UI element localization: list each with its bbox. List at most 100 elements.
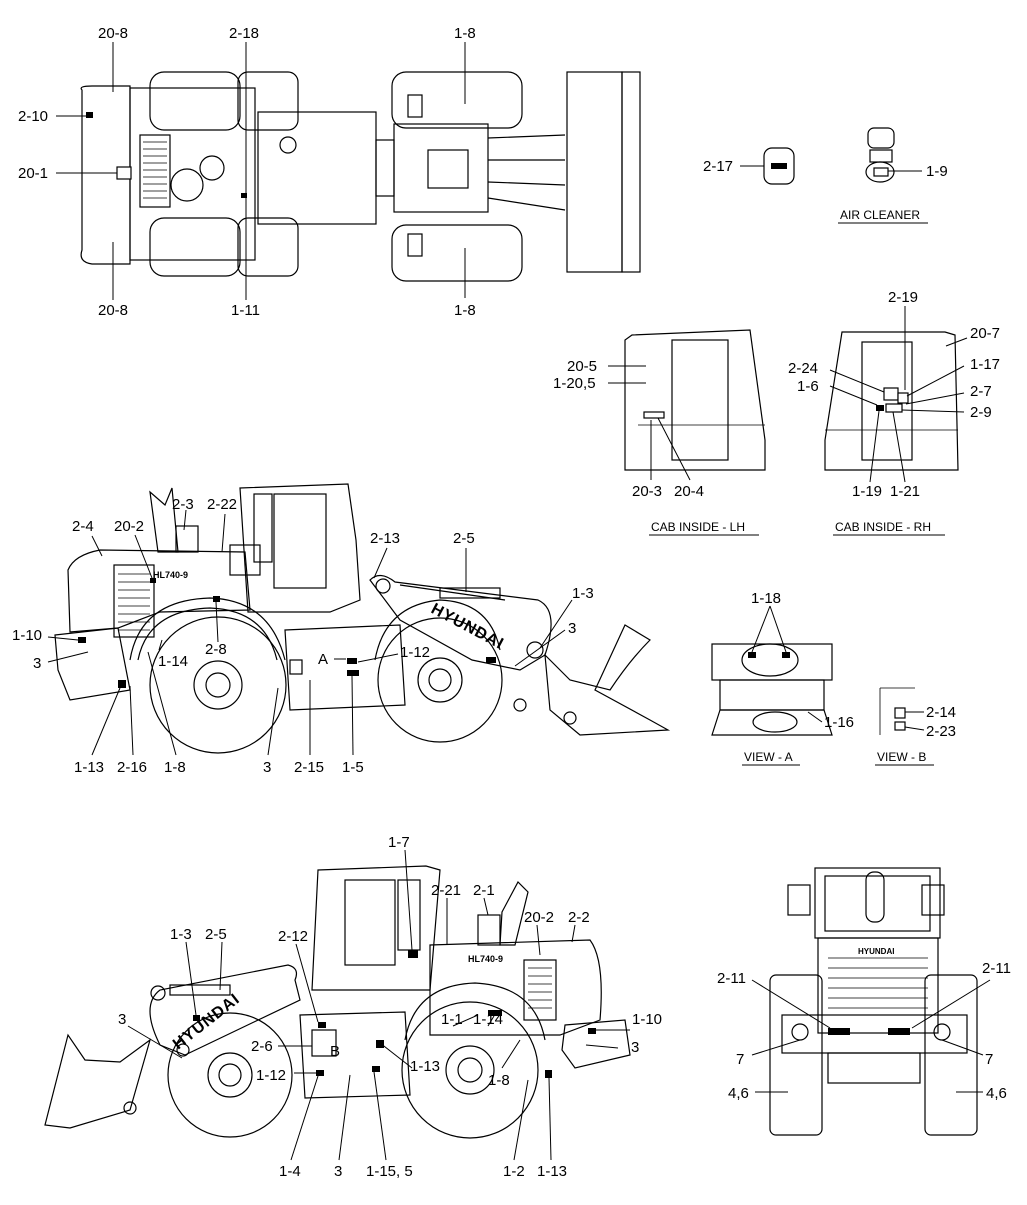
rear-exhaust	[865, 871, 885, 923]
callout-label: 2-5	[453, 530, 475, 547]
callout-label: 2-11	[982, 960, 1011, 977]
lh-model-text: HL740-9	[153, 570, 188, 580]
left-side-view: HYUNDAI HL740-9 A 2-3 2-22 2-4 20-2 2-13…	[12, 483, 671, 776]
callout-label: 1-9	[926, 163, 948, 180]
callout-label: 1-18	[751, 590, 781, 607]
view-b-detail: 2-14 2-23 VIEW - B	[875, 687, 956, 766]
callout-label: 2-23	[926, 723, 956, 740]
callout-label: 20-2	[114, 518, 144, 535]
articulation-joint	[375, 139, 395, 197]
callout-label: 1-8	[454, 302, 476, 319]
callout-label: 20-8	[98, 25, 128, 42]
roof-light	[279, 136, 297, 154]
lh-front-wheel	[377, 617, 503, 743]
rh-rear-wheel	[401, 1001, 539, 1139]
exhaust-stack-top	[170, 168, 204, 202]
engine-hood-outline	[129, 87, 256, 261]
rear-mirror-right	[921, 884, 945, 916]
decal-mark	[897, 392, 909, 404]
lh-lift-cylinder	[439, 587, 501, 599]
rear-bumper	[781, 1014, 968, 1054]
decal-mark	[347, 670, 359, 676]
rh-lift-cylinder	[169, 984, 231, 996]
lh-rear-wheel	[149, 616, 287, 754]
rh-link-pin	[176, 1043, 190, 1057]
lh-rear-hub-center	[205, 672, 231, 698]
callout-label: 1-8	[454, 25, 476, 42]
rh-bucket-pin	[123, 1101, 137, 1115]
cab-rh-outline	[824, 331, 959, 471]
caption-cab-lh: CAB INSIDE - LH	[651, 520, 745, 534]
front-left-hub	[407, 94, 423, 118]
decal-mark	[408, 950, 418, 958]
rear-cab-window	[824, 875, 931, 932]
callout-label: 1-8	[488, 1072, 510, 1089]
view-a-detail: 1-18 1-16 VIEW - A	[711, 590, 854, 766]
lh-front-hub-center	[428, 668, 452, 692]
view-a-frame-mid	[719, 679, 825, 711]
lh-front-hub	[417, 657, 463, 703]
decal-mark	[213, 596, 220, 602]
callout-label: 2-3	[172, 496, 194, 513]
rear-lower-frame	[827, 1052, 921, 1084]
callout-label: 1-13	[410, 1058, 440, 1075]
rh-rear-fender	[404, 982, 546, 1041]
callout-label: 1-12	[400, 644, 430, 661]
callout-label: 3	[118, 1011, 126, 1028]
lh-side-box	[229, 544, 261, 576]
callout-label: 1-11	[231, 302, 260, 319]
rh-rear-hub	[445, 1045, 495, 1095]
radiator-grille	[139, 134, 171, 208]
lh-front-fender	[374, 599, 501, 661]
rh-side-grille	[523, 959, 557, 1021]
lh-bucket-pin	[563, 711, 577, 725]
callout-label: 1-3	[572, 585, 594, 602]
lh-boom-pin	[526, 641, 544, 659]
lh-link-pin	[513, 698, 527, 712]
decal-mark	[150, 578, 156, 583]
lh-precleaner	[175, 525, 199, 553]
rh-boom-pivot	[150, 985, 166, 1001]
callout-label: 3	[631, 1039, 639, 1056]
decal-mark	[894, 707, 906, 719]
callout-label: 2-16	[117, 759, 147, 776]
front-right-wheel	[391, 224, 523, 282]
rear-brand-text: HYUNDAI	[858, 947, 894, 956]
callout-label: 1-4	[279, 1163, 301, 1180]
bucket-edge	[621, 71, 641, 273]
callout-label: 2-13	[370, 530, 400, 547]
decal-mark	[118, 680, 126, 688]
callout-label: 2-9	[970, 404, 992, 421]
view-b-mark: B	[330, 1043, 340, 1060]
callout-label: 2-21	[431, 882, 461, 899]
rh-brand-text: HYUNDAI	[170, 991, 243, 1054]
callout-label: 1-14	[158, 653, 188, 670]
front-frame-plate	[427, 149, 469, 189]
rh-bucket	[44, 1033, 152, 1129]
front-right-hub	[407, 233, 423, 257]
callout-label: 2-18	[229, 25, 259, 42]
decal-mark	[885, 403, 903, 413]
lh-cab-door	[273, 493, 327, 589]
decal-mark	[86, 112, 93, 118]
callout-label: 2-10	[18, 108, 48, 125]
lh-brand-text: HYUNDAI	[428, 601, 507, 654]
rh-precleaner	[477, 914, 501, 946]
rear-tire-right	[924, 974, 978, 1136]
callout-label: 2-5	[205, 926, 227, 943]
decal-mark	[488, 1010, 502, 1016]
cab-lh-outline	[624, 329, 766, 471]
callout-label: 2-15	[294, 759, 324, 776]
decal-mark	[873, 167, 889, 177]
rh-counterweight	[561, 1019, 631, 1069]
decal-mark	[193, 1015, 200, 1021]
callout-label: 2-6	[251, 1038, 273, 1055]
rear-right-wheel	[149, 217, 241, 277]
rh-cab-door	[344, 879, 396, 966]
callout-label: 1-21	[890, 483, 920, 500]
decal-mark	[748, 652, 756, 658]
callout-label: 7	[736, 1051, 744, 1068]
lh-engine-hood	[67, 549, 251, 633]
lh-boom-pivot	[375, 578, 391, 594]
